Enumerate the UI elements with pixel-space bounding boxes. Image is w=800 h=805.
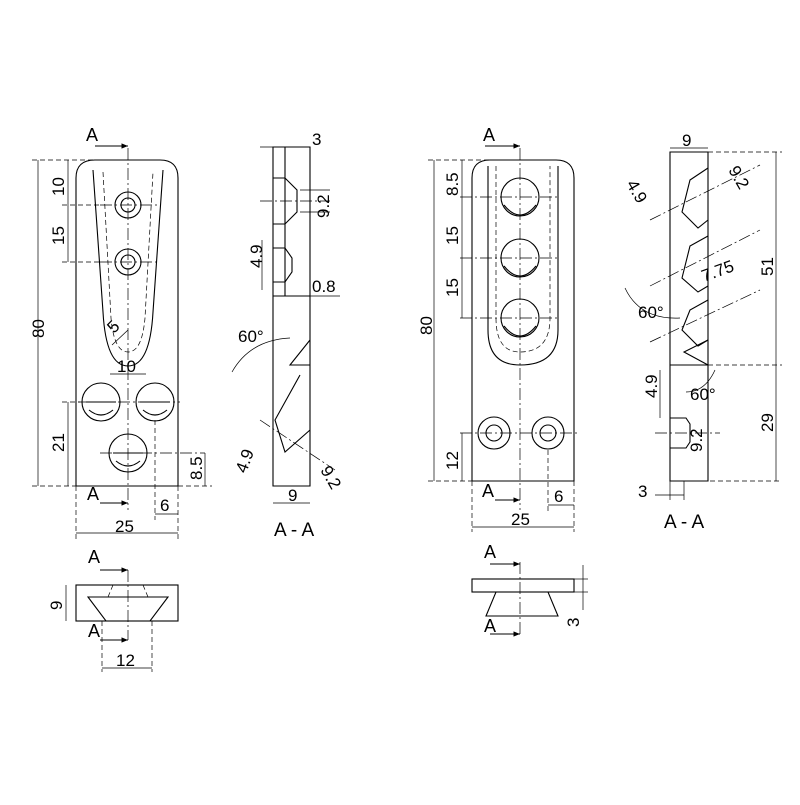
left-dim-25: 25 bbox=[115, 517, 134, 536]
right-sec-dim-92b: 9.2 bbox=[687, 428, 706, 452]
left-bottom-mark-top: A bbox=[88, 547, 100, 567]
right-sec-dim-9: 9 bbox=[682, 131, 691, 150]
right-dim-15b: 15 bbox=[443, 278, 462, 297]
left-dim-r5: 5 bbox=[103, 317, 123, 337]
left-sec-dim-92b: 9.2 bbox=[317, 463, 345, 493]
left-sec-dim-92: 9.2 bbox=[314, 194, 333, 218]
left-dim-hole-spacing: 10 bbox=[117, 357, 136, 376]
left-sec-dim-60: 60° bbox=[238, 327, 264, 346]
left-dim-15: 15 bbox=[49, 226, 68, 245]
left-sec-dim-08: 0.8 bbox=[312, 277, 336, 296]
right-section-hole-3 bbox=[681, 299, 709, 347]
left-section-wedge bbox=[288, 339, 311, 366]
left-bottom-dim-9: 9 bbox=[47, 601, 66, 610]
right-bottom-mark-top: A bbox=[484, 542, 496, 562]
right-bottom-dim-3: 3 bbox=[564, 618, 583, 627]
left-radius-leader bbox=[111, 329, 129, 346]
left-sec-dim-9: 9 bbox=[288, 486, 297, 505]
left-lower-hole-right-detail bbox=[140, 401, 170, 416]
left-sec-dim-49b: 4.9 bbox=[232, 447, 258, 476]
right-section-axis-3 bbox=[649, 289, 761, 343]
right-sec-dim-60b: 60° bbox=[690, 385, 716, 404]
right-section-body bbox=[669, 151, 709, 482]
right-sec-angle-arc-1 bbox=[624, 287, 681, 319]
left-section-angled-axis bbox=[259, 419, 336, 471]
left-section-angled-hole bbox=[274, 374, 311, 453]
left-bottom-dim-12: 12 bbox=[116, 651, 135, 670]
left-dim-85: 8.5 bbox=[187, 456, 206, 480]
right-bottom-plate bbox=[471, 578, 575, 593]
right-dim-85: 8.5 bbox=[443, 172, 462, 196]
right-section-axis-1 bbox=[649, 164, 761, 221]
left-section-body bbox=[272, 146, 311, 487]
right-section-mark-top: A bbox=[483, 125, 495, 145]
right-dim-80: 80 bbox=[417, 316, 436, 335]
right-dim-25: 25 bbox=[511, 510, 530, 529]
left-section-mark-top: A bbox=[86, 125, 98, 145]
right-hole-2-detail bbox=[503, 265, 537, 277]
left-dim-6: 6 bbox=[160, 496, 169, 515]
right-sec-dim-29: 29 bbox=[758, 413, 777, 432]
left-sec-dim-3: 3 bbox=[312, 130, 321, 149]
left-bottom-mark-bottom: A bbox=[88, 621, 100, 641]
right-bottom-mark-bottom: A bbox=[484, 616, 496, 636]
right-section-axis-2 bbox=[649, 229, 761, 287]
right-sec-dim-92: 9.2 bbox=[725, 163, 753, 193]
left-section-countersink-2 bbox=[273, 247, 293, 283]
right-sec-dim-775: 7.75 bbox=[699, 257, 737, 286]
left-plate-outline bbox=[75, 159, 179, 487]
left-slot-outer bbox=[92, 169, 164, 367]
left-bottom-hidden bbox=[107, 584, 149, 598]
left-sec-angle-arc bbox=[231, 337, 291, 373]
right-section-hole-2 bbox=[681, 235, 709, 293]
right-sec-dim-49b: 4.9 bbox=[642, 374, 661, 398]
right-section-hole-1 bbox=[681, 167, 709, 229]
right-section-title: A - A bbox=[664, 512, 704, 533]
right-slot-inner bbox=[495, 166, 551, 353]
right-sec-dim-60a: 60° bbox=[638, 303, 664, 322]
right-bottom-view: A A 3 bbox=[471, 542, 588, 637]
right-sec-angle-arc-2 bbox=[685, 369, 716, 393]
right-dim-12: 12 bbox=[443, 451, 462, 470]
right-dim-15a: 15 bbox=[443, 226, 462, 245]
left-front-view: A A 80 10 15 21 5 10 8.5 25 6 bbox=[29, 125, 212, 540]
left-section-title: A - A bbox=[274, 520, 314, 541]
left-dim-21: 21 bbox=[49, 433, 68, 452]
right-section-wedge bbox=[682, 339, 709, 366]
right-sec-dim-49: 4.9 bbox=[623, 177, 651, 207]
right-section-mark-bottom: A bbox=[482, 481, 494, 501]
right-dim-6: 6 bbox=[554, 487, 563, 506]
right-front-view: A A 80 8.5 15 15 12 25 6 bbox=[417, 125, 580, 532]
left-bottom-view: A A 9 12 bbox=[47, 547, 179, 672]
left-dim-80: 80 bbox=[29, 319, 48, 338]
left-bottom-countersink bbox=[86, 596, 170, 622]
right-sec-dim-3: 3 bbox=[638, 482, 647, 501]
left-dim-10: 10 bbox=[49, 177, 68, 196]
left-sec-dim-49: 4.9 bbox=[247, 244, 266, 268]
right-bottom-countersink bbox=[485, 591, 559, 617]
left-bottom-outline bbox=[75, 584, 179, 622]
right-hole-3-detail bbox=[503, 325, 537, 337]
right-sec-dim-51: 51 bbox=[758, 257, 777, 276]
left-section-mark-bottom: A bbox=[87, 484, 99, 504]
left-section-view: 3 9.2 4.9 0.8 60° 4.9 9.2 9 A - A bbox=[231, 130, 345, 541]
left-lower-hole-left-detail bbox=[86, 401, 116, 416]
right-section-view: 9 4.9 9.2 7.75 60° 60° 51 29 4.9 9.2 3 A… bbox=[623, 131, 782, 533]
right-hole-1-detail bbox=[503, 204, 537, 216]
